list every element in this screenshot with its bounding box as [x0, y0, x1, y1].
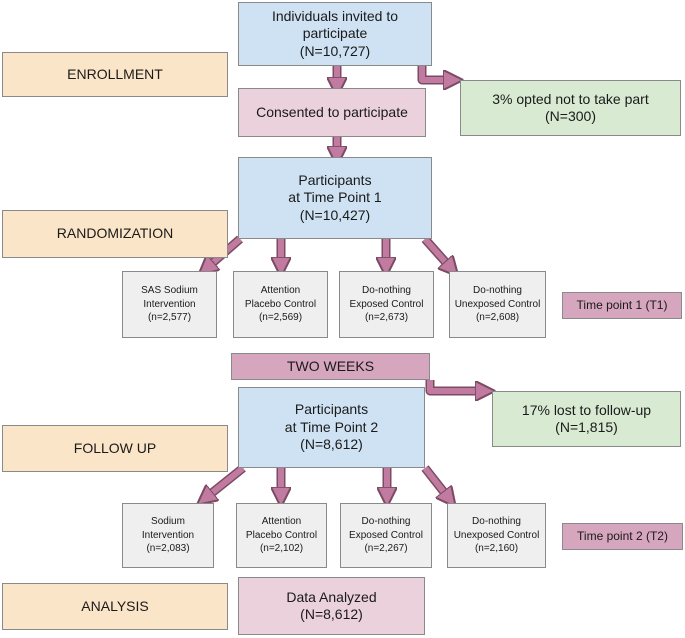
t1-group-attention-placebo: Attention Placebo Control (n=2,569) — [233, 271, 328, 338]
data-analyzed-box: Data Analyzed (N=8,612) — [238, 577, 425, 635]
t1-group-unexposed-control: Do-nothing Unexposed Control (n=2,608) — [449, 271, 546, 338]
t1-group-3-line-3: (n=2,673) — [364, 312, 409, 324]
two-weeks-banner: TWO WEEKS — [231, 353, 430, 380]
t2-group-1-line-2: Intervention — [141, 529, 195, 541]
stage-follow-up: FOLLOW UP — [2, 425, 228, 472]
t2-group-sodium: Sodium Intervention (n=2,083) — [122, 503, 214, 568]
tp1-line-3: (N=10,427) — [299, 206, 371, 223]
t1-group-2-line-1: Attention — [260, 285, 301, 297]
t1-group-3-line-1: Do-nothing — [362, 285, 411, 297]
t1-group-3-line-2: Exposed Control — [349, 298, 424, 310]
analyzed-line-1: Data Analyzed — [286, 588, 377, 605]
lost-line-2: (N=1,815) — [555, 419, 618, 435]
time-point-1-box: Participants at Time Point 1 (N=10,427) — [238, 157, 432, 239]
t1-group-1-line-1: SAS Sodium — [141, 285, 198, 297]
t1-group-exposed-control: Do-nothing Exposed Control (n=2,673) — [339, 271, 434, 338]
analyzed-line-2: (N=8,612) — [300, 606, 363, 622]
opted-out-box: 3% opted not to take part (N=300) — [460, 80, 681, 136]
t2-group-1-line-1: Sodium — [151, 516, 185, 528]
t2-group-1-line-3: (n=2,083) — [146, 543, 190, 555]
stage-analysis: ANALYSIS — [2, 583, 228, 630]
tp2-line-1: Participants — [294, 401, 369, 418]
two-weeks-label: TWO WEEKS — [286, 357, 375, 374]
t1-group-4-line-2: Unexposed Control — [454, 298, 541, 310]
opted-out-line-2: (N=300) — [545, 108, 596, 124]
t2-group-3-line-2: Exposed Control — [349, 529, 423, 541]
t2-group-4-line-3: (n=2,160) — [474, 543, 519, 555]
t1-group-2-line-2: Placebo Control — [244, 298, 317, 310]
invited-box: Individuals invited to participate (N=10… — [238, 2, 432, 66]
tp1-line-2: at Time Point 1 — [288, 189, 382, 206]
t2-group-unexposed-control: Do-nothing Unexposed Control (n=2,160) — [447, 503, 546, 568]
t1-group-1-line-3: (n=2,577) — [147, 312, 192, 324]
consented-line-1: Consented to participate — [256, 103, 408, 120]
stage-analysis-label: ANALYSIS — [81, 597, 149, 614]
invited-line-3: (N=10,727) — [299, 42, 371, 59]
tp2-line-2: at Time Point 2 — [284, 418, 379, 435]
tp2-line-3: (N=8,612) — [300, 436, 363, 453]
time-point-2-box: Participants at Time Point 2 (N=8,612) — [238, 387, 425, 468]
t2-group-3-line-3: (n=2,267) — [364, 543, 408, 555]
tag-time-point-2-label: Time point 2 (T2) — [577, 529, 668, 543]
invited-line-2: participate — [302, 25, 368, 42]
stage-enrollment-label: ENROLLMENT — [67, 65, 163, 82]
t1-group-2-line-3: (n=2,569) — [258, 312, 303, 324]
stage-follow-up-label: FOLLOW UP — [73, 439, 157, 456]
t2-group-4-line-1: Do-nothing — [472, 516, 521, 528]
t2-group-2-line-1: Attention — [261, 516, 302, 528]
tag-time-point-2: Time point 2 (T2) — [562, 523, 683, 550]
tag-time-point-1-label: Time point 1 (T1) — [576, 298, 668, 312]
lost-line-1: 17% lost to follow-up — [521, 401, 652, 418]
tag-time-point-1: Time point 1 (T1) — [562, 292, 682, 319]
t2-group-exposed-control: Do-nothing Exposed Control (n=2,267) — [340, 503, 432, 568]
t1-group-1-line-2: Intervention — [143, 298, 196, 310]
consented-box: Consented to participate — [238, 88, 426, 137]
t1-group-4-line-3: (n=2,608) — [475, 312, 520, 324]
t2-group-3-line-1: Do-nothing — [361, 516, 411, 528]
t1-group-4-line-1: Do-nothing — [473, 285, 522, 297]
t2-group-2-line-2: Placebo Control — [245, 529, 318, 541]
stage-randomization: RANDOMIZATION — [2, 210, 228, 258]
lost-to-follow-up-box: 17% lost to follow-up (N=1,815) — [492, 391, 681, 447]
tp1-line-1: Participants — [298, 171, 372, 188]
t2-group-2-line-3: (n=2,102) — [259, 543, 304, 555]
stage-randomization-label: RANDOMIZATION — [56, 225, 174, 242]
invited-line-1: Individuals invited to — [271, 7, 399, 24]
opted-out-line-1: 3% opted not to take part — [492, 90, 649, 107]
t2-group-attention-placebo: Attention Placebo Control (n=2,102) — [236, 503, 327, 568]
t2-group-4-line-2: Unexposed Control — [453, 529, 540, 541]
t1-group-sas-sodium: SAS Sodium Intervention (n=2,577) — [122, 271, 217, 338]
stage-enrollment: ENROLLMENT — [2, 52, 228, 97]
